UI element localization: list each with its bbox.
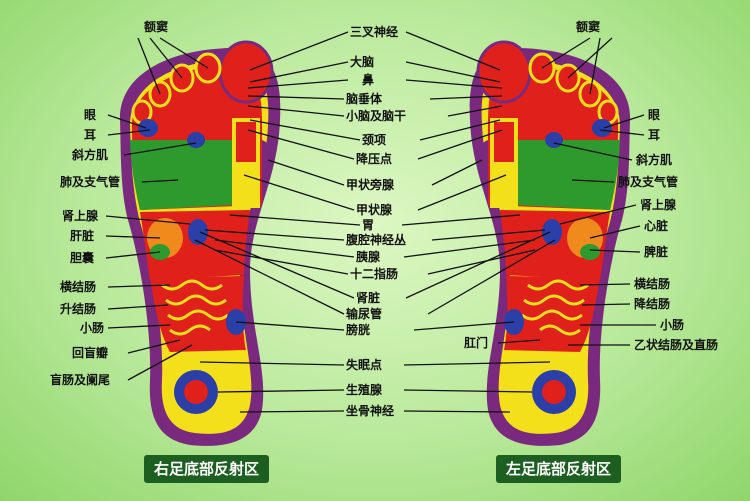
label-thyroid: 甲状腺 (356, 203, 392, 217)
label-eye-right: 眼 (84, 108, 96, 122)
label-ileocecal-valve: 回盲瓣 (72, 346, 108, 360)
label-kidney: 肾脏 (356, 291, 380, 305)
label-small-intestine-right: 小肠 (80, 321, 104, 335)
label-cerebellum-brainstem: 小脑及脑干 (346, 109, 406, 123)
label-transverse-colon-right: 横结肠 (60, 280, 96, 294)
label-descending-colon: 降结肠 (634, 297, 670, 311)
right-foot (120, 42, 280, 446)
label-pituitary: 脑垂体 (346, 92, 382, 106)
label-cerebrum: 大脑 (350, 55, 374, 69)
label-sigmoid-rectum: 乙状结肠及直肠 (634, 338, 718, 352)
label-liver: 肝脏 (70, 229, 94, 243)
label-adrenal-right: 肾上腺 (62, 209, 98, 223)
label-frontal-sinus-right: 额窦 (144, 20, 168, 34)
label-lung-left: 肺及支气管 (618, 175, 678, 189)
label-trapezius-right: 斜方肌 (72, 148, 108, 162)
label-frontal-sinus-left: 额窦 (576, 20, 600, 34)
label-transverse-colon-left: 横结肠 (634, 277, 670, 291)
label-small-intestine-left: 小肠 (660, 318, 684, 332)
label-gonad: 生殖腺 (346, 383, 382, 397)
label-bladder: 膀胱 (346, 323, 370, 337)
label-anus: 肛门 (464, 336, 488, 350)
label-cecum-appendix: 盲肠及阑尾 (50, 373, 110, 387)
caption-right-foot: 右足底部反射区 (144, 455, 269, 483)
label-celiac-plexus: 腹腔神经丛 (346, 233, 406, 247)
label-trigeminal: 三叉神经 (350, 25, 398, 39)
label-duodenum: 十二指肠 (350, 267, 398, 281)
label-bp-point: 降压点 (356, 152, 392, 166)
label-spleen: 脾脏 (644, 245, 668, 259)
label-gallbladder: 胆囊 (70, 251, 94, 265)
label-adrenal-left: 肾上腺 (640, 198, 676, 212)
label-lung-right: 肺及支气管 (60, 175, 120, 189)
label-ear-left: 耳 (648, 128, 660, 142)
label-eye-left: 眼 (648, 108, 660, 122)
label-nose: 鼻 (362, 73, 374, 87)
label-heart: 心脏 (644, 219, 668, 233)
label-insomnia-point: 失眠点 (346, 358, 382, 372)
left-foot (470, 42, 630, 446)
caption-left-foot: 左足底部反射区 (496, 455, 621, 483)
label-sciatic: 坐骨神经 (346, 404, 394, 418)
label-stomach: 胃 (362, 218, 374, 232)
label-parathyroid: 甲状旁腺 (346, 178, 394, 192)
label-ureter: 输尿管 (346, 307, 382, 321)
label-ascending-colon: 升结肠 (60, 302, 96, 316)
label-trapezius-left: 斜方肌 (636, 153, 672, 167)
label-ear-right: 耳 (84, 128, 96, 142)
label-pancreas: 胰腺 (356, 250, 380, 264)
label-neck: 颈项 (362, 133, 386, 147)
